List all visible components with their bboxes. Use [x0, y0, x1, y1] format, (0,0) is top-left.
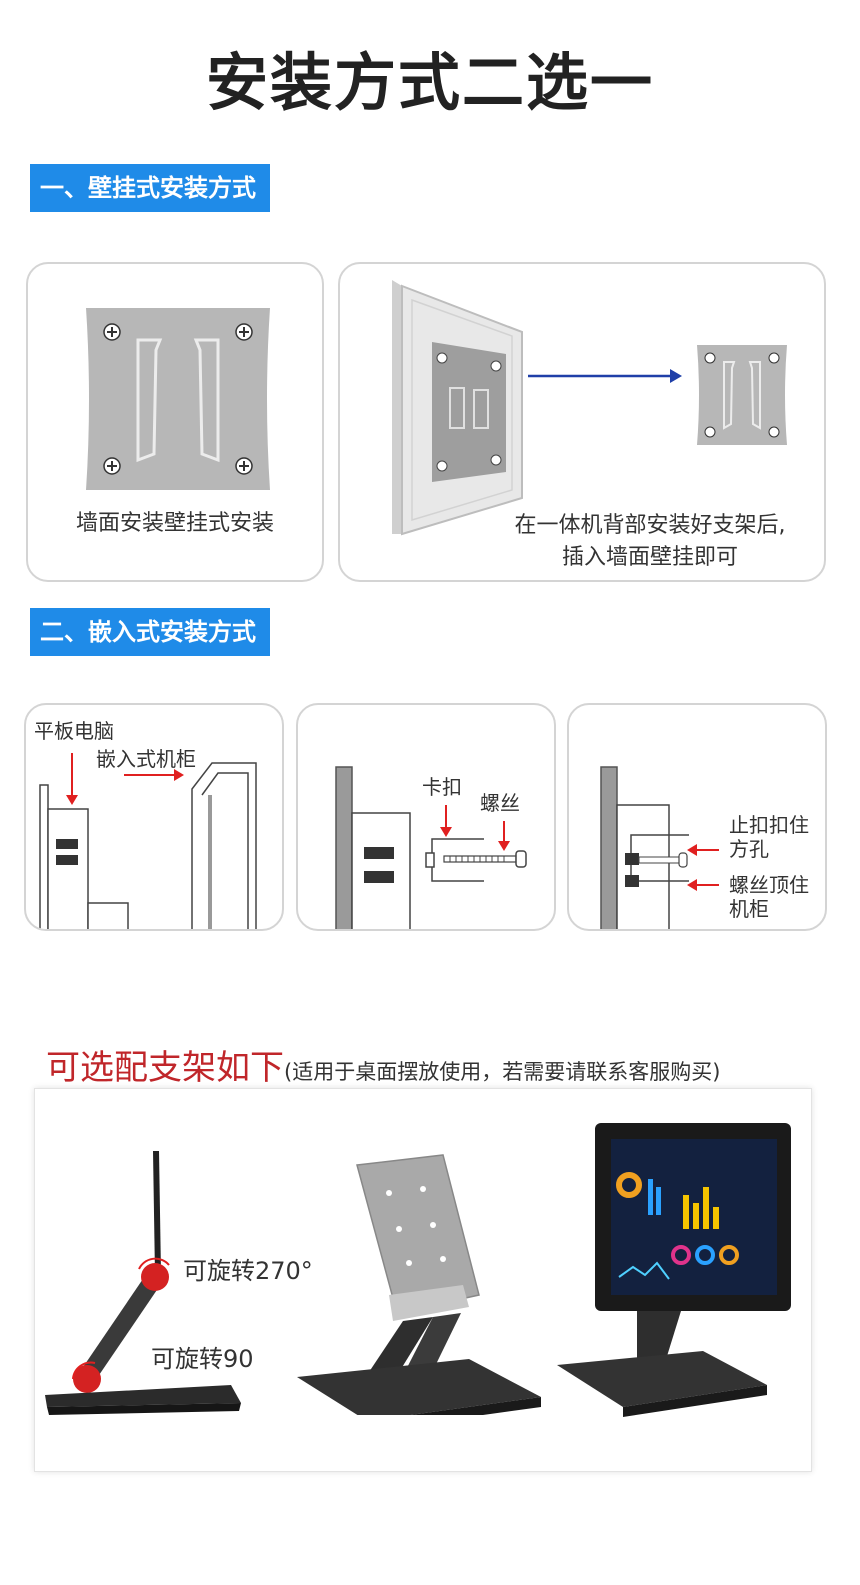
section-wall-mount-tag: 一、壁挂式安装方式 — [30, 164, 270, 212]
stand-header: 可选配支架如下(适用于桌面摆放使用，若需要请联系客服购买) — [46, 1040, 826, 1089]
embedded-panel-tablet-cabinet: 平板电脑 嵌入式机柜 — [24, 703, 284, 931]
installed-illustration — [600, 766, 719, 929]
wall-mount-caption-line1: 在一体机背部安装好支架后, — [514, 513, 786, 538]
tablet-cabinet-illustration — [39, 753, 257, 929]
monitor-on-stand-illustration — [557, 1123, 791, 1417]
folding-stand-illustration — [45, 1151, 241, 1415]
label-clip: 卡扣 — [422, 775, 462, 799]
monitor-back-illustration — [392, 280, 523, 536]
rotate-90-label: 可旋转90 — [151, 1345, 254, 1373]
stand-subtitle: (适用于桌面摆放使用，若需要请联系客服购买) — [284, 1060, 721, 1084]
clip-screw-illustration — [335, 766, 527, 929]
section-embedded-tag: 二、嵌入式安装方式 — [30, 608, 270, 656]
rotate-270-label: 可旋转270° — [183, 1257, 313, 1285]
wall-bracket-plate-illustration — [86, 308, 270, 490]
label-cabinet: 嵌入式机柜 — [96, 747, 196, 771]
wall-mount-procedure-card: 在一体机背部安装好支架后, 插入墙面壁挂即可 — [338, 262, 826, 582]
label-screw-line1: 螺丝顶住 — [729, 873, 809, 897]
label-screw: 螺丝 — [480, 791, 520, 815]
blue-arrow-icon — [528, 369, 682, 383]
wall-mount-caption-line2: 插入墙面壁挂即可 — [561, 545, 738, 570]
label-stop-line2: 方孔 — [729, 837, 769, 861]
vesa-stand-illustration — [297, 1154, 541, 1415]
wall-bracket-caption: 墙面安装壁挂式安装 — [75, 511, 274, 536]
wall-bracket-card: 墙面安装壁挂式安装 — [26, 262, 324, 582]
label-stop-line1: 止扣扣住 — [729, 813, 809, 837]
embedded-panel-installed: 止扣扣住 方孔 螺丝顶住 机柜 — [567, 703, 827, 931]
bracket-plate-small-illustration — [697, 345, 787, 445]
embedded-panel-clip-screw: 卡扣 螺丝 — [296, 703, 556, 931]
stand-title: 可选配支架如下 — [46, 1048, 284, 1088]
label-screw-line2: 机柜 — [729, 897, 769, 921]
stand-options-panel: 可旋转270° 可旋转90 — [34, 1088, 812, 1472]
page-title: 安装方式二选一 — [205, 46, 654, 119]
label-tablet: 平板电脑 — [34, 719, 114, 743]
